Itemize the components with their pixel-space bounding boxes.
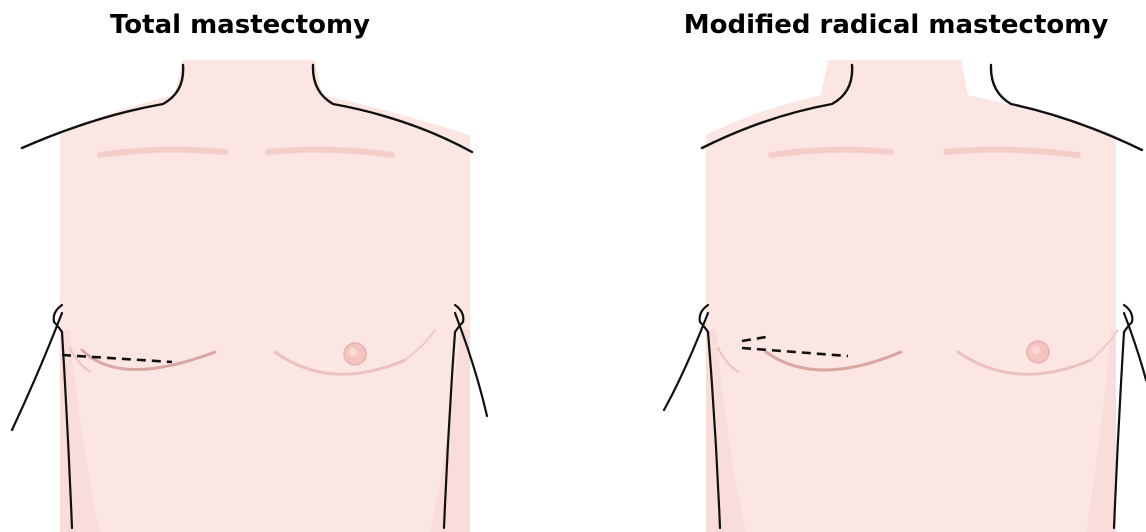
panel-modified-radical-mastectomy: Modified radical mastectomy	[586, 0, 1146, 532]
torso-skin	[60, 60, 470, 532]
torso-illustration	[0, 0, 560, 532]
panel-total-mastectomy: Total mastectomy	[0, 0, 560, 532]
torso-illustration	[586, 0, 1146, 532]
arm-left	[664, 313, 708, 410]
torso-skin	[706, 60, 1116, 532]
arm-left	[12, 313, 62, 430]
arm-right	[1124, 313, 1146, 380]
